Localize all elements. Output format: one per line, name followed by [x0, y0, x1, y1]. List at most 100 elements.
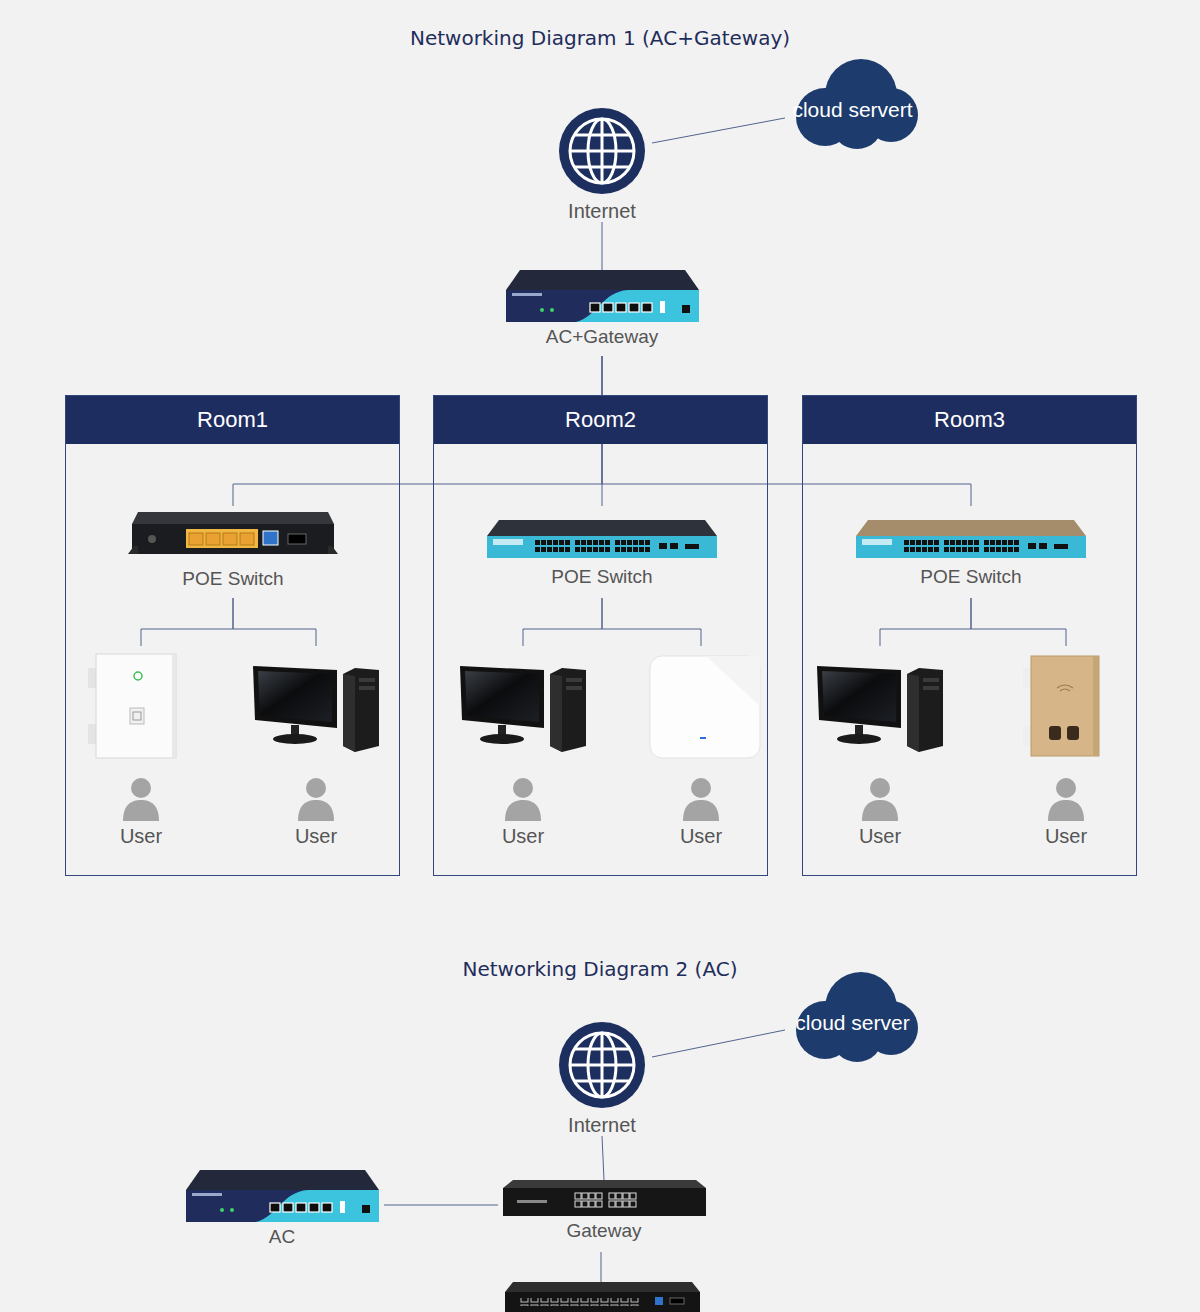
- drawing-part: [505, 800, 541, 821]
- room-header: Room3: [803, 396, 1136, 444]
- drawing-part: [670, 1298, 684, 1304]
- drawing-part: [1031, 656, 1099, 756]
- drawing-part: [639, 547, 644, 552]
- drawing-part: [172, 654, 176, 758]
- drawing-part: [493, 539, 523, 545]
- drawing-part: [559, 1022, 645, 1108]
- drawing-part: [186, 1170, 379, 1190]
- drawing-part: [1067, 726, 1079, 740]
- drawing-part: [258, 671, 332, 722]
- drawing-part: [343, 674, 355, 752]
- node-label: User: [502, 825, 544, 848]
- drawing-part: [340, 1201, 345, 1213]
- internet-globe: Internet: [552, 106, 652, 222]
- drawing-part: [513, 778, 533, 798]
- drawing-part: [630, 1193, 636, 1199]
- drawing-part: [1039, 543, 1047, 549]
- drawing-part: [550, 668, 586, 752]
- drawing-part: [570, 119, 634, 183]
- drawing-part: [192, 1193, 222, 1196]
- drawing-part: [923, 686, 939, 690]
- terminal-device: [251, 646, 381, 761]
- drawing-part: [962, 540, 967, 545]
- drawing-part: [934, 540, 939, 545]
- drawing-part: [570, 150, 634, 153]
- drawing-part: [922, 547, 927, 552]
- drawing-part: [645, 540, 650, 545]
- drawing-part: [505, 1292, 700, 1312]
- drawing-part: [132, 512, 334, 524]
- user-icon: [121, 777, 161, 821]
- drawing-part: [616, 1201, 622, 1207]
- drawing-part: [575, 1193, 581, 1199]
- drawing-part: [362, 1205, 370, 1213]
- drawing-part: [130, 708, 144, 724]
- gateway-device: [503, 1180, 706, 1216]
- diagram-title: Networking Diagram 1 (AC+Gateway): [0, 26, 1200, 50]
- drawing-part: [128, 546, 138, 554]
- drawing-part: [627, 547, 632, 552]
- drawing-part: [550, 674, 562, 752]
- drawing-part: [587, 540, 592, 545]
- drawing-part: [487, 520, 717, 536]
- drawing-part: [630, 1201, 636, 1207]
- drawing-part: [855, 725, 863, 735]
- drawing-part: [541, 547, 546, 552]
- drawing-part: [996, 547, 1001, 552]
- drawing-part: [322, 1203, 332, 1212]
- drawing-part: [576, 290, 699, 322]
- drawing-part: [587, 547, 592, 552]
- drawing-part: [503, 1188, 706, 1216]
- drawing-part: [503, 1180, 706, 1188]
- uplink-line: [601, 1252, 602, 1282]
- drawing-part: [589, 1193, 595, 1199]
- network-device: Gateway: [498, 1180, 710, 1250]
- drawing-part: [581, 547, 586, 552]
- network-link: [602, 598, 701, 646]
- drawing-part: [655, 1297, 663, 1305]
- drawing-part: [574, 1048, 629, 1051]
- drawing-part: [565, 540, 570, 545]
- drawing-part: [856, 520, 1086, 536]
- drawing-part: [1054, 544, 1068, 549]
- drawing-part: [984, 540, 989, 545]
- drawing-part: [956, 540, 961, 545]
- poe-switch: POE Switch: [482, 506, 722, 598]
- drawing-part: [700, 737, 706, 739]
- drawing-part: [990, 540, 995, 545]
- drawing-part: [862, 800, 898, 821]
- user-icon: [1046, 777, 1086, 821]
- drawing-part: [132, 524, 334, 554]
- drawing-part: [134, 672, 142, 680]
- drawing-part: [263, 531, 278, 545]
- ac-device: [506, 270, 699, 322]
- drawing-part: [1048, 800, 1084, 821]
- drawing-part: [480, 734, 524, 744]
- node-label: cloud servert: [792, 98, 912, 122]
- drawing-part: [605, 547, 610, 552]
- drawing-part: [944, 547, 949, 552]
- drawing-part: [974, 547, 979, 552]
- drawing-part: [343, 668, 379, 752]
- drawing-part: [623, 1201, 629, 1207]
- drawing-part: [984, 547, 989, 552]
- drawing-part: [615, 540, 620, 545]
- drawing-part: [1014, 540, 1019, 545]
- drawing-part: [96, 654, 176, 758]
- network-link: [602, 222, 603, 270]
- drawing-part: [535, 540, 540, 545]
- drawing-part: [273, 734, 317, 744]
- drawing-part: [633, 547, 638, 552]
- drawing-part: [870, 778, 890, 798]
- drawing-part: [645, 547, 650, 552]
- drawing-part: [291, 725, 299, 735]
- network-link: [880, 598, 971, 646]
- drawing-part: [944, 540, 949, 545]
- drawing-part: [837, 734, 881, 744]
- node-label: AC+Gateway: [546, 326, 658, 348]
- drawing-part: [968, 540, 973, 545]
- drawing-part: [862, 539, 892, 545]
- drawing-part: [615, 547, 620, 552]
- drawing-part: [621, 547, 626, 552]
